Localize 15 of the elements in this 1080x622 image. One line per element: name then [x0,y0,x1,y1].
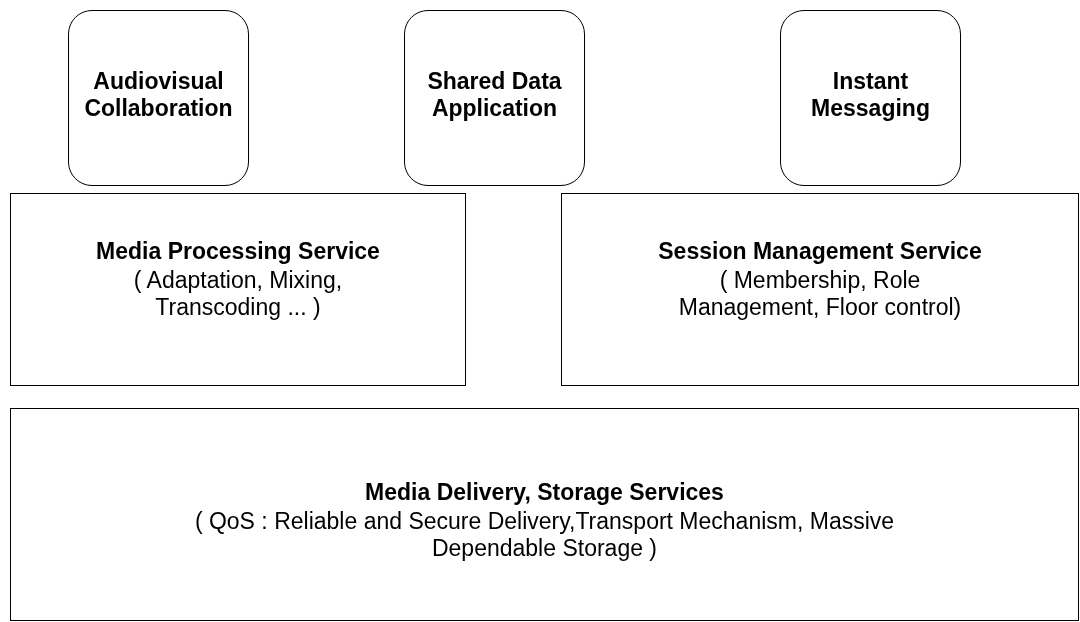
box-description: ( Adaptation, Mixing, Transcoding ... ) [132,267,344,321]
box-title: Shared Data Application [426,68,563,122]
box-title: Session Management Service [658,238,982,265]
box-description: ( QoS : Reliable and Secure Delivery,Transport Mechanism, Massive Dependable Storage ) [194,508,895,562]
rounded-box [780,10,961,186]
service-box [561,193,1079,386]
rounded-box [68,10,249,186]
service-box [10,408,1079,621]
box-title: Media Processing Service [96,238,380,265]
box-title: Audiovisual Collaboration [83,68,234,122]
service-box [10,193,466,386]
rounded-box [404,10,585,186]
box-description: ( Membership, Role Management, Floor control) [677,267,963,321]
box-title: Instant Messaging [810,68,931,122]
box-title: Media Delivery, Storage Services [365,479,724,506]
